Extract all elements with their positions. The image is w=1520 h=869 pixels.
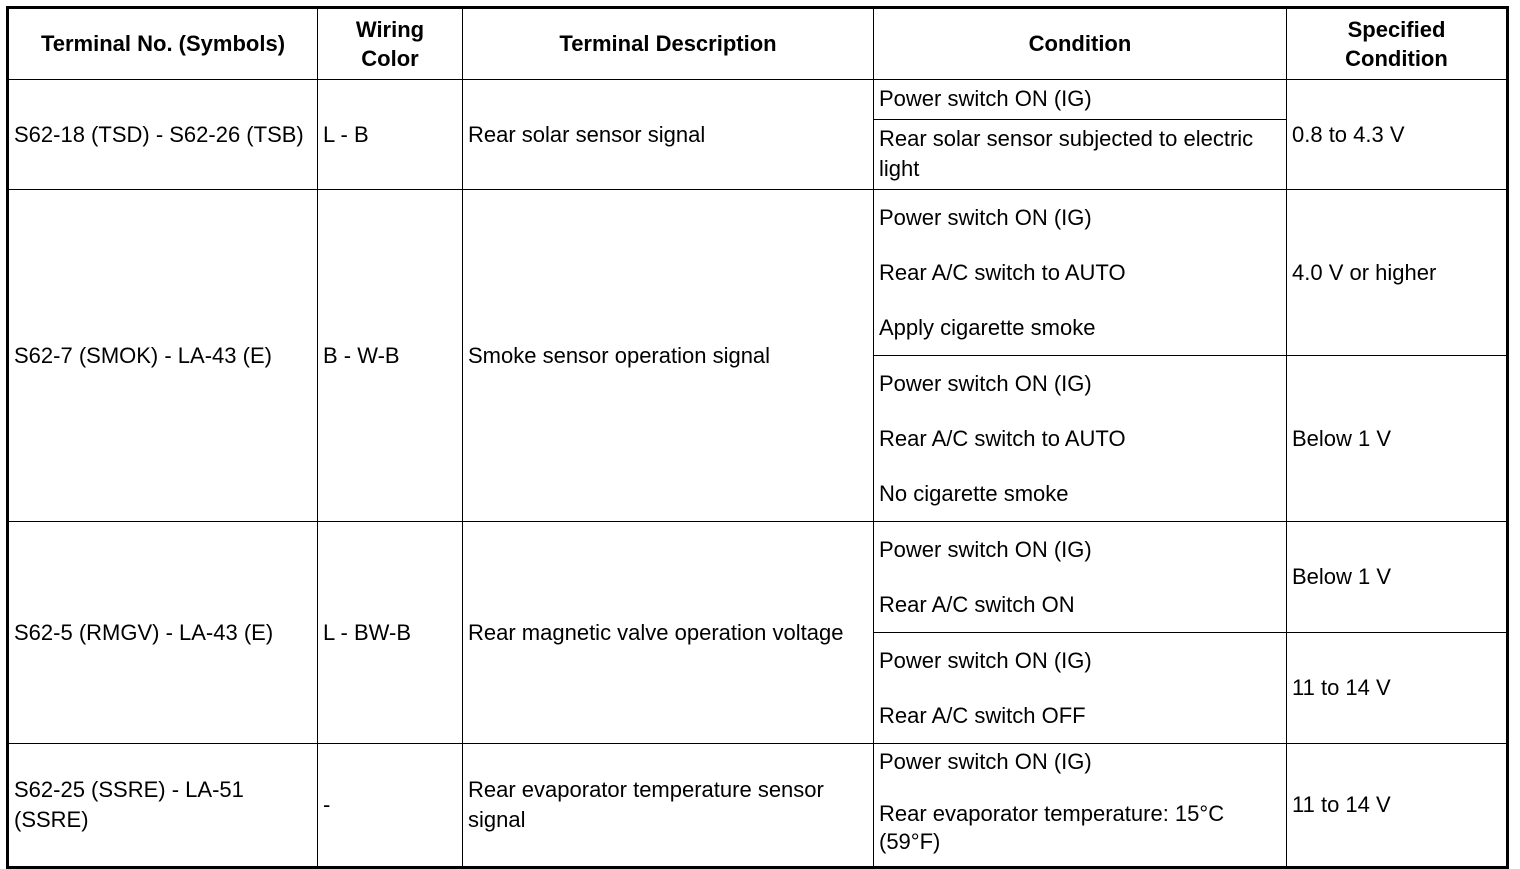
wiring-color-cell: B - W-B — [317, 189, 463, 522]
description-cell: Rear magnetic valve operation voltage — [462, 521, 874, 744]
wiring-color-cell: - — [317, 743, 463, 868]
condition-cell: Power switch ON (IG) Rear A/C switch ON — [873, 521, 1287, 633]
header-row: Terminal No. (Symbols) Wiring Color Term… — [7, 7, 1508, 80]
description-cell: Rear solar sensor signal — [462, 79, 874, 190]
header-terminal-description: Terminal Description — [462, 7, 874, 80]
condition-cell: Power switch ON (IG) Rear evaporator temp… — [873, 743, 1287, 868]
terminal-cell: S62-18 (TSD) - S62-26 (TSB) — [7, 79, 318, 190]
specified-cell: 0.8 to 4.3 V — [1286, 79, 1508, 190]
table-row: Rear solar sensor subjected to electric … — [8, 119, 1508, 190]
terminal-cell: S62-5 (RMGV) - LA-43 (E) — [7, 521, 318, 744]
condition-cell: Power switch ON (IG) Rear A/C switch to … — [873, 355, 1287, 522]
wiring-color-cell: L - BW-B — [317, 521, 463, 744]
specified-cell: 11 to 14 V — [1286, 743, 1508, 868]
specified-cell: 11 to 14 V — [1286, 632, 1508, 744]
table-row: S62-25 (SSRE) - LA-51 (SSRE) - Rear evap… — [7, 743, 1508, 868]
terminal-spec-table: Terminal No. (Symbols) Wiring Color Term… — [6, 6, 1509, 869]
table-row: S62-18 (TSD) - S62-26 (TSB) L - B Rear s… — [7, 79, 1508, 190]
header-specified-condition: Specified Condition — [1286, 7, 1508, 80]
condition-cell: Power switch ON (IG) Rear A/C switch OFF — [873, 632, 1287, 744]
description-cell: Smoke sensor operation signal — [462, 189, 874, 522]
table-row: S62-7 (SMOK) - LA-43 (E) B - W-B Smoke s… — [7, 189, 1508, 522]
table-row: Power switch ON (IG) Rear A/C switch to … — [8, 355, 1508, 522]
specified-cell: Below 1 V — [1286, 355, 1508, 522]
specified-cell: Below 1 V — [1286, 521, 1508, 633]
condition-line: Power switch ON (IG) — [879, 749, 1092, 774]
table-row: S62-5 (RMGV) - LA-43 (E) L - BW-B Rear m… — [7, 521, 1508, 744]
table-row: Power switch ON (IG) Rear A/C switch OFF… — [8, 632, 1508, 744]
condition-line: Rear evaporator temperature: 15°C (59°F) — [879, 801, 1225, 854]
condition-cell: Rear solar sensor subjected to electric … — [873, 119, 1287, 190]
specified-cell: 4.0 V or higher — [1286, 189, 1508, 356]
description-cell: Rear evaporator temperature sensor signa… — [462, 743, 874, 868]
header-terminal: Terminal No. (Symbols) — [7, 7, 318, 80]
condition-cell: Power switch ON (IG) — [873, 79, 1287, 120]
condition-cell: Power switch ON (IG) Rear A/C switch to … — [873, 189, 1287, 356]
wiring-color-cell: L - B — [317, 79, 463, 190]
terminal-cell: S62-25 (SSRE) - LA-51 (SSRE) — [7, 743, 318, 868]
terminal-cell: S62-7 (SMOK) - LA-43 (E) — [7, 189, 318, 522]
header-condition: Condition — [873, 7, 1287, 80]
header-wiring-color: Wiring Color — [317, 7, 463, 80]
